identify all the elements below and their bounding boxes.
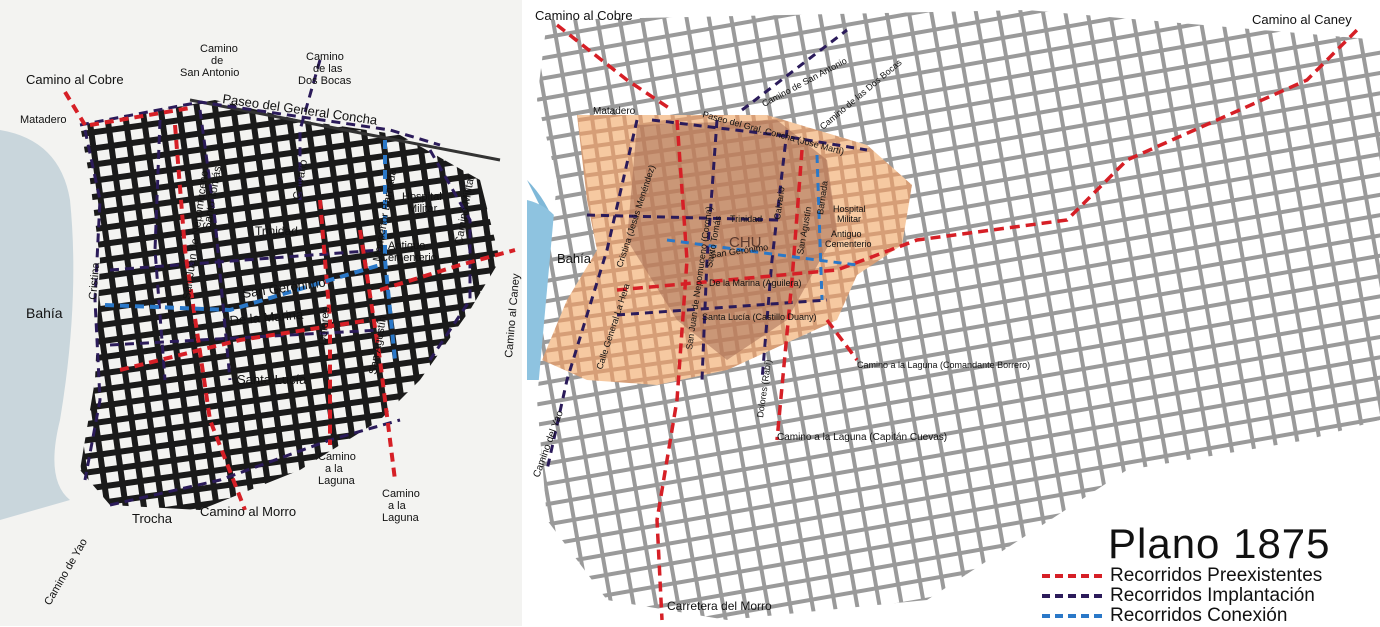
chu-core [627, 120, 837, 360]
label-san-antonio-1: Camino [200, 43, 238, 55]
label-santa-lucia: Santa Lucía [237, 372, 307, 387]
implantacion-routes [79, 59, 472, 507]
label-santa-lucia: Santa Lucía (Castillo Duany) [702, 312, 817, 322]
label-matadero: Matadero [20, 114, 66, 126]
legend-item-conexion: Recorridos Conexión [1042, 605, 1322, 626]
label-camino-caney: Camino al Caney [503, 273, 522, 359]
label-calvario: Calvario [772, 186, 786, 220]
label-hospital-2: Militar [408, 203, 438, 215]
label-trocha: Trocha [132, 511, 173, 526]
historic-map-svg: Camino al Cobre Matadero Camino de San A… [0, 43, 522, 608]
label-laguna1-3: Laguna [318, 475, 356, 487]
historic-map-panel: Camino al Cobre Matadero Camino de San A… [0, 0, 522, 626]
label-laguna-borrero: Camino a la Laguna (Comandante Borrero) [857, 360, 1030, 370]
label-antiguo-1: Antiguo [831, 229, 862, 239]
city-grid [80, 100, 500, 510]
map-title: Plano 1875 [1108, 520, 1331, 567]
label-camino-cobre: Camino al Cobre [26, 72, 124, 87]
legend-swatch-preexistentes [1042, 574, 1102, 578]
label-dos-bocas-3: Dos Bocas [298, 75, 352, 87]
label-barnada: Barnada [815, 180, 830, 215]
bay-water [0, 130, 74, 520]
legend-label-implantacion: Recorridos Implantación [1110, 585, 1315, 606]
label-camino-cobre: Camino al Cobre [535, 8, 633, 23]
preexistentes-routes [555, 23, 1359, 621]
label-trinidad: Trinidad [730, 214, 762, 224]
label-camino-morro: Camino al Morro [200, 504, 296, 519]
label-de-la-marina: De la Marina [229, 307, 304, 328]
label-camino-yao: Camino de Yao [42, 537, 90, 608]
label-laguna1-1: Camino [318, 451, 356, 463]
label-hospital-2: Militar [837, 214, 861, 224]
conexion-routes [104, 140, 397, 361]
label-bahia: Bahía [557, 251, 592, 266]
label-laguna2-1: Camino [382, 488, 420, 500]
label-antiguo-2: Cementerio [380, 252, 437, 264]
label-matadero: Matadero [593, 106, 636, 117]
label-dos-bocas-1: Camino [306, 51, 344, 63]
label-san-antonio-2: de [211, 55, 223, 67]
modern-map-svg: Camino al Cobre Camino al Caney Matadero… [527, 8, 1380, 621]
label-chu: CHU [729, 234, 762, 251]
label-carretera-morro: Carretera del Morro [667, 599, 772, 613]
conexion-routes [666, 154, 858, 301]
label-laguna2-2: a la [388, 500, 407, 512]
label-trinidad: Trinidad [255, 224, 298, 238]
legend-item-implantacion: Recorridos Implantación [1042, 585, 1322, 606]
label-hospital-1: Hospital [833, 204, 866, 214]
label-laguna2-3: Laguna [382, 512, 420, 524]
label-antiguo-1: Antiguo [388, 240, 425, 252]
preexistentes-routes [63, 90, 516, 511]
label-hospital-1: Hospital [402, 191, 442, 203]
label-camino-caney: Camino al Caney [1252, 12, 1352, 27]
label-antiguo-2: Cementerio [825, 239, 872, 249]
label-san-antonio-3: San Antonio [180, 67, 239, 79]
legend-swatch-implantacion [1042, 594, 1102, 598]
label-dolores: Dolores [317, 306, 332, 345]
label-cristina: Cristina [87, 261, 102, 300]
label-dos-bocas-2: de las [313, 63, 343, 75]
legend-label-preexistentes: Recorridos Preexistentes [1110, 565, 1323, 586]
implantacion-routes [545, 28, 868, 471]
map-legend: Recorridos Preexistentes Recorridos Impl… [1042, 565, 1323, 626]
label-laguna-cuevas: Camino a la Laguna (Capitán Cuevas) [777, 432, 947, 443]
legend-item-preexistentes: Recorridos Preexistentes [1042, 565, 1323, 586]
label-bahia: Bahía [26, 305, 63, 321]
legend-swatch-conexion [1042, 614, 1102, 618]
modern-map-panel: Camino al Cobre Camino al Caney Matadero… [527, 0, 1380, 626]
label-laguna1-2: a la [325, 463, 344, 475]
legend-label-conexion: Recorridos Conexión [1110, 605, 1288, 626]
label-de-la-marina: De la Marina (Aguilera) [709, 278, 802, 288]
